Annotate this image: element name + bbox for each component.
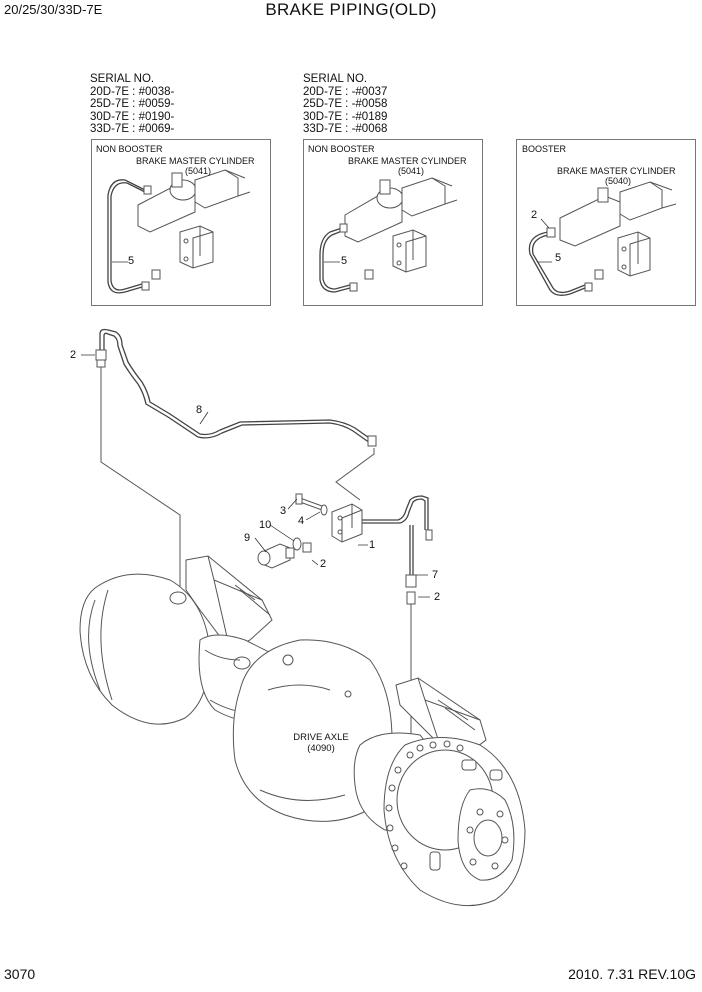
panel1-drawing: [107, 169, 251, 294]
date-revision: 2010. 7.31 REV.10G: [568, 966, 696, 982]
panel1-callout-5: 5: [128, 255, 135, 267]
serial-heading: SERIAL NO.: [90, 73, 155, 85]
page-title: BRAKE PIPING(OLD): [265, 0, 437, 19]
main-piping: [81, 328, 433, 735]
serial-line: 30D-7E : #0190-: [90, 110, 175, 123]
panel3-type-label: BOOSTER: [522, 144, 567, 154]
page-number: 3070: [4, 966, 36, 982]
panel3-drawing: [528, 181, 677, 296]
panel2-cylinder-label: BRAKE MASTER CYLINDER: [348, 156, 467, 166]
serial-line: 25D-7E : #0059-: [90, 98, 175, 110]
callout-2-left: 2: [70, 349, 77, 361]
panel2-drawing: [319, 177, 458, 293]
serial-line: 30D-7E : -#0189: [303, 110, 388, 123]
serial-line: 33D-7E : #0069-: [90, 123, 175, 135]
model-range: 20/25/30/33D-7E: [4, 2, 103, 17]
serial-line: 25D-7E : -#0058: [303, 98, 388, 110]
panel1-cylinder-ref: (5041): [185, 166, 212, 176]
callout-1: 1: [369, 539, 376, 551]
panel-non-booster-new: [91, 139, 271, 306]
panel3-cylinder-ref: (5040): [605, 176, 632, 186]
callout-7: 7: [432, 569, 439, 581]
callout-10: 10: [259, 519, 272, 531]
panel2-cylinder-ref: (5041): [398, 166, 425, 176]
serial-line: 20D-7E : #0038-: [90, 85, 175, 98]
serial-block-old: SERIAL NO. 20D-7E : -#0037 25D-7E : -#00…: [303, 73, 387, 136]
serial-line: 33D-7E : -#0068: [303, 123, 388, 135]
callout-3: 3: [280, 505, 287, 517]
callout-9: 9: [244, 532, 251, 544]
drive-axle-art: [79, 555, 526, 907]
panel3-callout-5: 5: [555, 252, 562, 264]
callout-2-mid: 2: [320, 558, 327, 570]
panel1-type-label: NON BOOSTER: [96, 144, 163, 154]
drive-axle-name: DRIVE AXLE: [293, 732, 349, 743]
callout-8: 8: [196, 404, 203, 416]
serial-heading: SERIAL NO.: [303, 73, 368, 85]
serial-line: 20D-7E : -#0037: [303, 85, 388, 98]
callout-2-right: 2: [434, 591, 441, 603]
panel2-callout-5: 5: [341, 255, 348, 267]
panel1-cylinder-label: BRAKE MASTER CYLINDER: [136, 156, 255, 166]
drive-axle-ref: (4090): [307, 743, 335, 754]
panel2-type-label: NON BOOSTER: [308, 144, 375, 154]
panel3-cylinder-label: BRAKE MASTER CYLINDER: [557, 166, 676, 176]
serial-block-new: SERIAL NO. 20D-7E : #0038- 25D-7E : #005…: [90, 73, 174, 136]
panel3-callout-2: 2: [531, 209, 538, 221]
callout-4: 4: [298, 515, 305, 527]
drive-axle-label: DRIVE AXLE (4090): [283, 732, 359, 754]
